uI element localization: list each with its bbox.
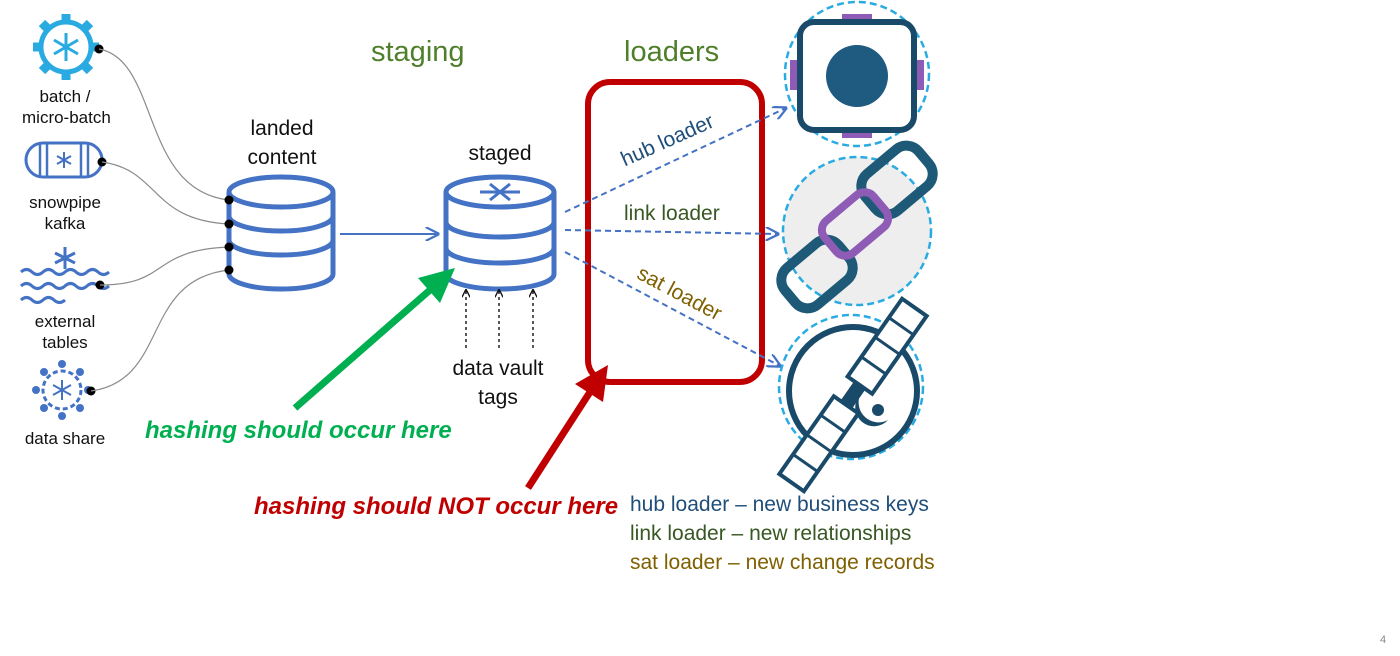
link-icon: [776, 140, 938, 314]
hub-icon: [783, 0, 931, 148]
link-loader-label: link loader: [624, 202, 720, 225]
loader-legend: hub loader – new business keys link load…: [630, 490, 935, 577]
loaders-box: [585, 79, 765, 385]
good-hashing-annotation: hashing should occur here: [145, 417, 452, 444]
loaders-header: loaders: [624, 36, 720, 68]
legend-link: link loader – new relationships: [630, 522, 912, 545]
satellite-icon: [776, 295, 930, 495]
snowflake-waves-icon: [19, 247, 111, 304]
legend-hub: hub loader – new business keys: [630, 493, 929, 516]
source-connectors: [90, 48, 230, 392]
landed-database-icon: [226, 174, 336, 292]
loader-arrows: [564, 108, 786, 366]
source-label-batch: batch /micro-batch: [22, 87, 111, 127]
tag-arrows: [466, 290, 533, 348]
staged-label: staged: [468, 142, 532, 165]
snowflake-gear-icon: [33, 14, 99, 80]
staging-header: staging: [371, 36, 465, 68]
snowpipe-icon: [24, 141, 104, 179]
good-hashing-arrow: [292, 268, 455, 411]
source-label-data-share: data share: [24, 429, 106, 448]
bad-hashing-arrow: [525, 365, 608, 490]
legend-sat: sat loader – new change records: [630, 551, 935, 574]
staged-snowflake-icon: [480, 182, 520, 202]
bad-hashing-annotation: hashing should NOT occur here: [254, 493, 619, 520]
page-number: 4: [1380, 634, 1387, 646]
staged-database-icon: [443, 174, 557, 292]
data-share-icon: [32, 360, 92, 420]
